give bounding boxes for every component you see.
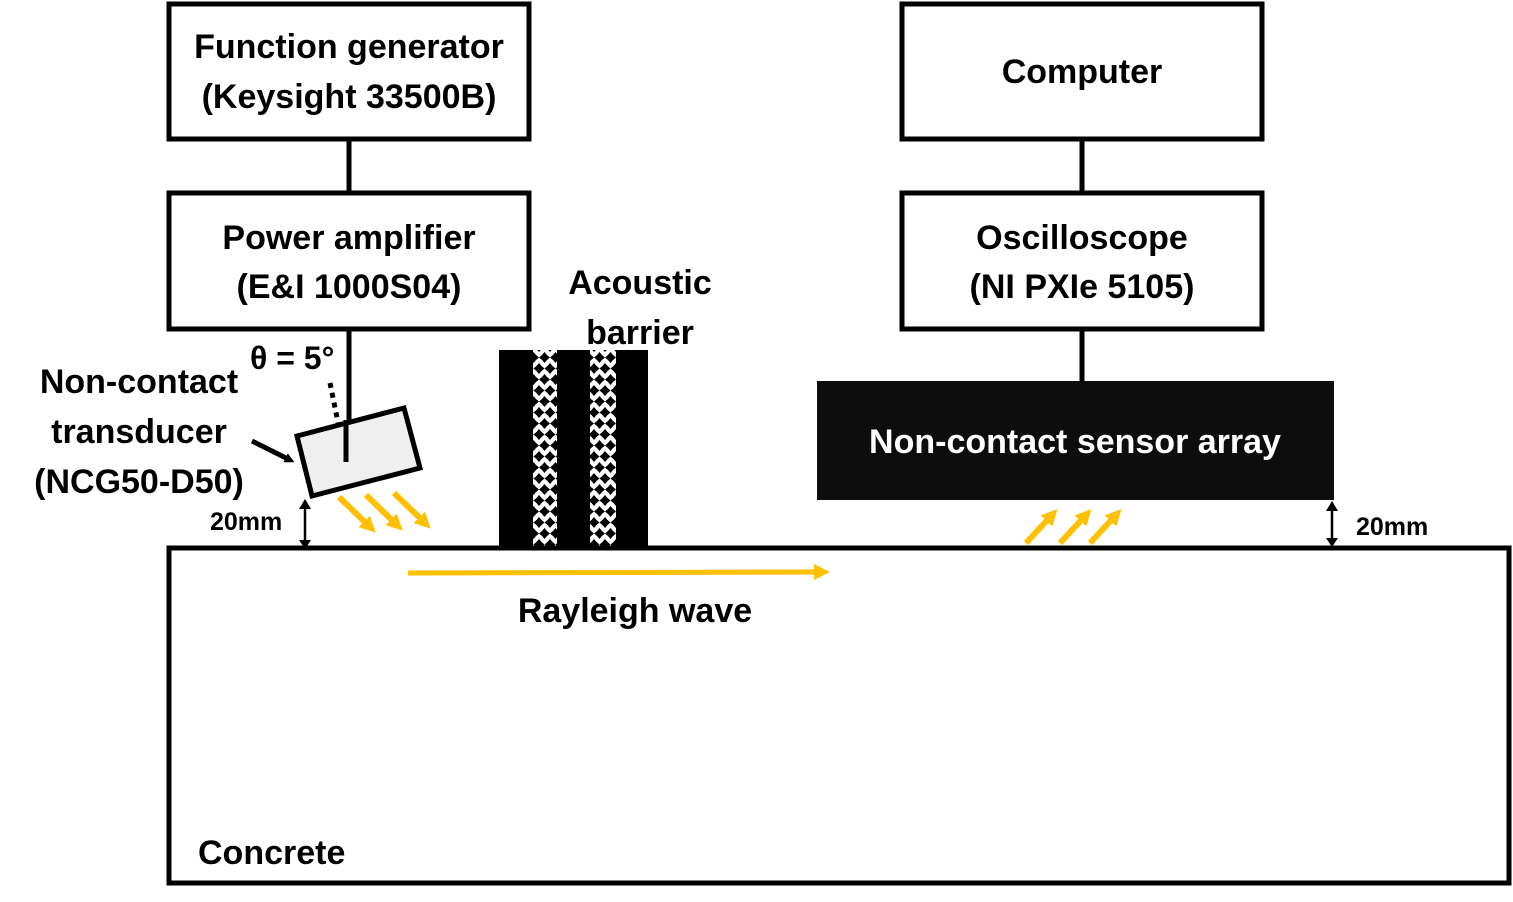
received-wave-arrow (1057, 509, 1092, 546)
sensor-array-title: Non-contact sensor array (869, 423, 1281, 461)
function-generator-model: (Keysight 33500B) (202, 78, 497, 116)
power-amplifier-title: Power amplifier (222, 219, 475, 257)
emitted-wave-arrow (391, 490, 431, 529)
right-gap-label: 20mm (1356, 513, 1428, 541)
emitted-wave-arrow (363, 492, 403, 531)
oscilloscope-box: Oscilloscope (NI PXIe 5105) (899, 190, 1265, 332)
transducer-label-line1: Non-contact (40, 363, 238, 401)
received-wave-arrow (1087, 509, 1122, 546)
power-amplifier-box: Power amplifier (E&I 1000S04) (166, 190, 532, 332)
angle-label: θ = 5° (250, 340, 334, 376)
transducer-label-line2: transducer (51, 413, 227, 451)
transducer-label: Non-contact transducer (NCG50-D50) (34, 363, 244, 501)
computer-box: Computer (899, 1, 1265, 142)
emitted-wave-arrow (336, 494, 376, 533)
emitted-wave-arrows (336, 490, 431, 533)
sensor-array-box: Non-contact sensor array (817, 381, 1334, 500)
transducer-body (293, 404, 424, 500)
function-generator-title: Function generator (194, 28, 504, 66)
concrete-block: Concrete (166, 545, 1512, 886)
received-wave-arrows (1023, 509, 1122, 546)
left-gap-dimension: 20mm (210, 499, 311, 549)
rayleigh-wave-arrow (407, 564, 830, 581)
transducer-normal-dotted-line (327, 382, 349, 463)
power-amplifier-model: (E&I 1000S04) (237, 268, 462, 306)
received-wave-arrow (1023, 509, 1058, 546)
concrete-label: Concrete (198, 834, 345, 872)
rayleigh-wave-label: Rayleigh wave (518, 592, 752, 630)
oscilloscope-model: (NI PXIe 5105) (970, 268, 1195, 306)
transducer-label-line3: (NCG50-D50) (34, 463, 244, 501)
right-gap-dimension: 20mm (1326, 501, 1428, 547)
barrier-label-line1: Acoustic (568, 264, 712, 302)
barrier-label-line2: barrier (586, 314, 694, 352)
acoustic-barrier (499, 350, 648, 548)
function-generator-box: Function generator (Keysight 33500B) (166, 1, 532, 142)
transducer-pointer-arrow (250, 438, 295, 463)
computer-title: Computer (1002, 53, 1163, 91)
left-gap-label: 20mm (210, 508, 282, 536)
oscilloscope-title: Oscilloscope (976, 219, 1188, 257)
